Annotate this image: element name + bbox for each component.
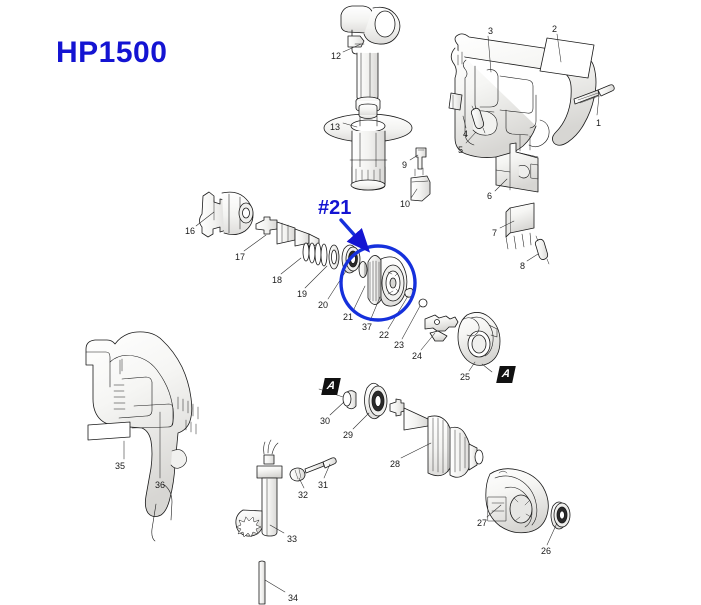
- leader-lines: [123, 33, 600, 593]
- part-1-screw: [573, 84, 615, 105]
- part-number-12: 12: [331, 51, 342, 61]
- part-number-25: 25: [460, 372, 471, 382]
- part-number-17: 17: [235, 252, 246, 262]
- part-19-washer: [328, 244, 340, 270]
- part-23-ball: [418, 298, 428, 308]
- part-29-bearing: [364, 382, 388, 420]
- part-34-pin: [258, 560, 266, 605]
- part-9-terminal: [415, 147, 427, 170]
- part-22-pin: [404, 287, 414, 298]
- part-10-brush: [410, 167, 431, 202]
- part-number-19: 19: [297, 289, 308, 299]
- part-number-24: 24: [412, 351, 423, 361]
- part-24-lever: [424, 314, 459, 342]
- part-number-4: 4: [463, 129, 469, 139]
- part-number-13: 13: [330, 122, 341, 132]
- part-32-clamp: [289, 467, 306, 482]
- part-number-6: 6: [487, 191, 493, 201]
- part-number-16: 16: [185, 226, 196, 236]
- part-number-33: 33: [287, 534, 298, 544]
- part-12-side-handle: [340, 5, 401, 113]
- part-31-screw: [304, 457, 337, 474]
- callout-arrow: [339, 218, 371, 253]
- part-number-1: 1: [596, 118, 602, 128]
- part-21-gear: [358, 255, 408, 307]
- part-7-capacitor: [505, 202, 535, 250]
- part-number-2: 2: [552, 24, 558, 34]
- part-18-spring: [302, 242, 328, 267]
- callout-label: #21: [318, 197, 352, 219]
- part-5-resistor: [470, 105, 486, 134]
- part-number-10: 10: [400, 199, 411, 209]
- part-number-20: 20: [318, 300, 329, 310]
- part-27-field-coil: [485, 468, 549, 534]
- part-35-nameplate: [87, 421, 131, 441]
- part-25-gear-housing: [457, 312, 501, 366]
- part-number-21: 21: [343, 312, 354, 322]
- part-number-3: 3: [488, 26, 494, 36]
- part-number-23: 23: [394, 340, 405, 350]
- part-number-8: 8: [520, 261, 526, 271]
- part-number-5: 5: [458, 145, 464, 155]
- part-4-brush-holder: [448, 92, 463, 111]
- part-number-7: 7: [492, 228, 498, 238]
- part-28-armature: [389, 398, 484, 478]
- part-30-bushing: [342, 390, 357, 410]
- callout-highlight-circle: [339, 244, 417, 322]
- page-title: HP1500: [56, 36, 168, 69]
- part-33-power-cord: [235, 439, 283, 538]
- part-2-nameplate: [539, 37, 595, 79]
- part-number-29: 29: [343, 430, 354, 440]
- part-13-depth-gauge: [323, 103, 413, 191]
- part-8-resistor: [534, 235, 550, 265]
- part-number-31: 31: [318, 480, 329, 490]
- part-number-27: 27: [477, 518, 488, 528]
- part-36-housing-half: [85, 331, 199, 542]
- part-number-9: 9: [402, 160, 408, 170]
- part-17-spindle: [255, 216, 320, 248]
- part-number-26: 26: [541, 546, 552, 556]
- part-number-28: 28: [390, 459, 401, 469]
- part-number-35: 35: [115, 461, 126, 471]
- part-number-32: 32: [298, 490, 309, 500]
- part-16-chuck: [199, 191, 254, 238]
- part-number-37: 37: [362, 322, 373, 332]
- part-number-18: 18: [272, 275, 283, 285]
- part-number-30: 30: [320, 416, 331, 426]
- part-number-36: 36: [155, 480, 166, 490]
- part-26-bearing: [550, 501, 571, 530]
- part-number-34: 34: [288, 593, 299, 603]
- part-number-22: 22: [379, 330, 390, 340]
